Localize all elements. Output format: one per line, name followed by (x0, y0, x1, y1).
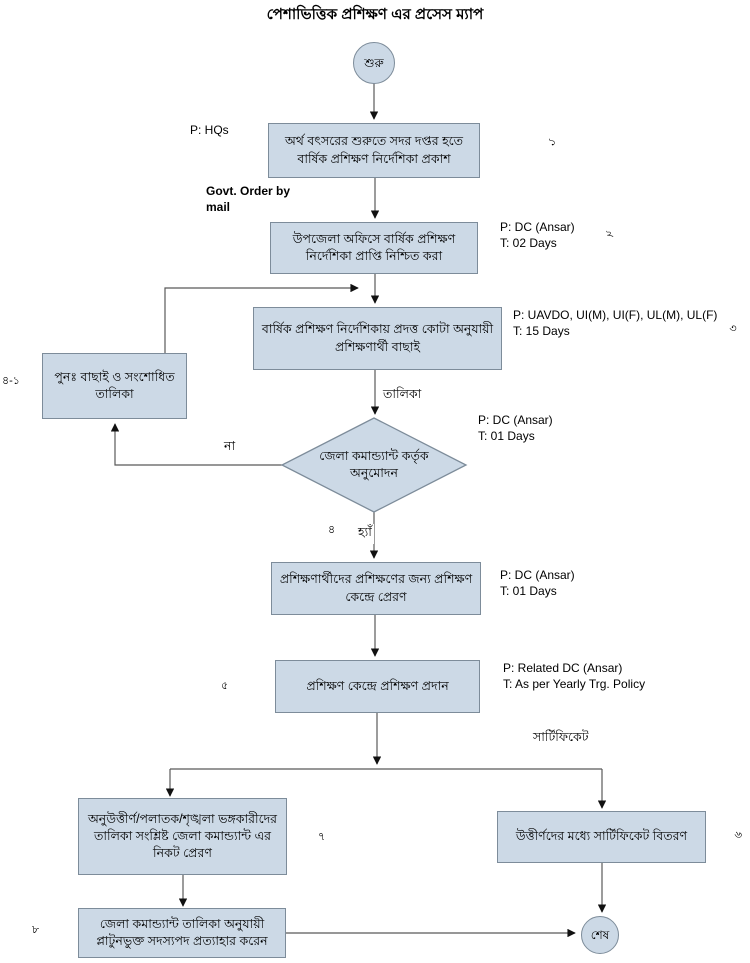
process-step-distribute-certificates: উত্তীর্ণদের মধ্যে সার্টিফিকেট বিতরণ (497, 811, 706, 863)
annotation-send-responsible: P: DC (Ansar) T: 01 Days (500, 568, 575, 598)
page-title: পেশাভিত্তিক প্রশিক্ষণ এর প্রসেস ম্যাপ (266, 6, 484, 23)
process-step-send-to-center: প্রশিক্ষণার্থীদের প্রশিক্ষণের জন্য প্রশি… (271, 562, 481, 615)
end-label: শেষ (590, 927, 610, 942)
annotation-decision-responsible: P: DC (Ansar) T: 01 Days (478, 413, 553, 443)
edge-label-no: না (222, 438, 238, 458)
process-step-publish-directive: অর্থ বৎসরের শুরুতে সদর দপ্তর হতে বার্ষিক… (268, 123, 480, 178)
step-number-7: ৭ (318, 831, 326, 843)
edge-decision-no-to-rework (110, 423, 282, 466)
step-text: প্রশিক্ষণ কেন্দ্রে প্রশিক্ষণ প্রদান (306, 678, 449, 693)
annotation-step1-responsible: P: HQs (190, 123, 229, 137)
process-step-provide-training: প্রশিক্ষণ কেন্দ্রে প্রশিক্ষণ প্রদান (275, 660, 480, 713)
edge-label-list: তালিকা (381, 386, 424, 406)
edge-label-certificate: সার্টিফিকেট (531, 729, 591, 749)
decision-approval: জেলা কমান্ড্যান্ট কর্তৃক অনুমোদন (300, 424, 448, 506)
step-text: অর্থ বৎসরের শুরুতে সদর দপ্তর হতে বার্ষিক… (284, 134, 464, 166)
step-text: উপজেলা অফিসে বার্ষিক প্রশিক্ষণ নির্দেশিক… (292, 231, 456, 263)
annotation-step3-responsible: P: UAVDO, UI(M), UI(F), UL(M), UL(F) T: … (513, 308, 718, 338)
step-text: পুনঃ বাছাই ও সংশোধিত তালিকা (54, 369, 175, 401)
step-text: উত্তীর্ণদের মধ্যে সার্টিফিকেট বিতরণ (515, 829, 688, 844)
process-step-withdraw-membership: জেলা কমান্ড্যান্ট তালিকা অনুযায়ী প্লাটু… (78, 908, 286, 958)
start-label: শুরু (364, 55, 384, 70)
annotation-govt-order-note: Govt. Order by mail (206, 184, 291, 214)
step-text: জেলা কমান্ড্যান্ট তালিকা অনুযায়ী প্লাটু… (96, 916, 268, 948)
decision-diamond-shape (280, 417, 468, 513)
annotation-step2-responsible: P: DC (Ansar) T: 02 Days (500, 220, 575, 250)
process-step-rework-list: পুনঃ বাছাই ও সংশোধিত তালিকা (42, 353, 187, 419)
step-text: প্রশিক্ষণার্থীদের প্রশিক্ষণের জন্য প্রশি… (279, 572, 473, 604)
decision-text: জেলা কমান্ড্যান্ট কর্তৃক অনুমোদন (319, 449, 429, 480)
process-step-confirm-receipt: উপজেলা অফিসে বার্ষিক প্রশিক্ষণ নির্দেশিক… (270, 222, 478, 274)
step-text: বার্ষিক প্রশিক্ষণ নির্দেশিকায় প্রদত্ত ক… (261, 322, 494, 354)
process-step-select-trainees: বার্ষিক প্রশিক্ষণ নির্দেশিকায় প্রদত্ত ক… (253, 307, 502, 370)
edge-label-yes: হ্যাঁ (356, 524, 374, 544)
annotation-training-responsible: P: Related DC (Ansar) T: As per Yearly T… (503, 661, 646, 691)
step-number-4: ৪ (328, 524, 336, 536)
end-terminator: শেষ (581, 916, 619, 954)
edge-rework-merge (164, 283, 359, 353)
process-step-send-failed-list: অনুউত্তীর্ণ/পলাতক/শৃঙ্খলা ভঙ্গকারীদের তা… (78, 798, 287, 875)
start-terminator: শুরু (353, 42, 395, 84)
step-text: অনুউত্তীর্ণ/পলাতক/শৃঙ্খলা ভঙ্গকারীদের তা… (87, 811, 278, 861)
step-number-4-1: ৪-১ (2, 375, 20, 387)
step-number-8: ৮ (32, 924, 40, 936)
step-number-5: ৫ (221, 680, 229, 692)
